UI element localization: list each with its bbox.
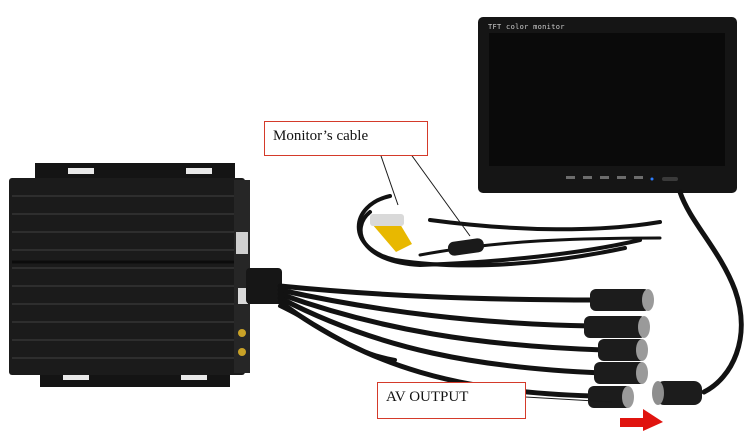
av-output-callout: AV OUTPUT bbox=[377, 382, 526, 419]
rca-connector bbox=[370, 214, 412, 252]
monitor-screen-label: TFT color monitor bbox=[488, 23, 565, 31]
mobile-dvr-unit bbox=[9, 163, 282, 387]
monitor-cable-callout: Monitor’s cable bbox=[264, 121, 428, 156]
tft-monitor bbox=[478, 17, 737, 193]
cable-bundle bbox=[277, 189, 744, 399]
av-output-label: AV OUTPUT bbox=[386, 389, 469, 405]
red-arrow bbox=[620, 409, 663, 431]
av-output-plug bbox=[652, 381, 702, 405]
monitor-cable-label: Monitor’s cable bbox=[273, 128, 369, 144]
monitor-plug bbox=[447, 238, 485, 256]
aviation-connectors bbox=[584, 289, 654, 408]
